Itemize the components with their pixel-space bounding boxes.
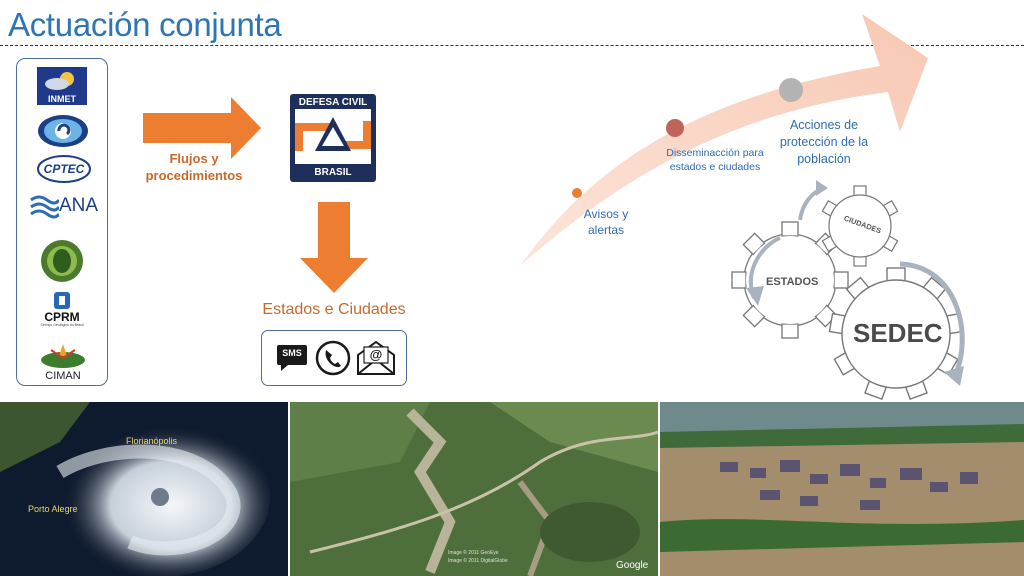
ciman-label: CIMAN	[45, 370, 81, 382]
flow-label: Flujos y procedimientos	[145, 151, 243, 183]
gear-label-sedec: SEDEC	[853, 318, 943, 348]
stage-marker-1	[572, 188, 582, 198]
process-arrow	[520, 14, 928, 266]
page-title: Actuación conjunta	[8, 6, 282, 43]
estados-label: Estados e Ciudades	[262, 301, 406, 318]
stage-marker-3	[779, 78, 803, 102]
stage-marker-2	[666, 119, 684, 137]
defesa-civil-logo: DEFESA CIVIL BRASIL	[290, 94, 376, 182]
phone-icon	[315, 340, 351, 376]
cptec-label: CPTEC	[43, 162, 85, 176]
cprm-sub-label: Serviço Geológico do Brasil	[40, 323, 84, 327]
right-arrow-icon	[143, 97, 261, 159]
defesa-emblem	[295, 109, 371, 164]
map-credit-geoeye: Image © 2011 GeoEye	[448, 550, 499, 556]
defesa-top-label: DEFESA CIVIL	[298, 97, 368, 108]
green-seal-logo-icon	[40, 239, 84, 283]
communication-channels-box: SMS @	[261, 330, 407, 386]
cycle-arrow-right-icon	[899, 261, 965, 380]
email-at-label: @	[369, 347, 383, 362]
ana-label: ANA	[59, 195, 99, 216]
gears-diagram	[731, 180, 965, 400]
defesa-bottom-label: BRASIL	[314, 167, 352, 178]
hurricane-satellite-image: Florianópolis Porto Alegre	[0, 402, 288, 576]
gear-ciudades-icon	[821, 185, 899, 267]
flood-aerial-image	[660, 402, 1024, 576]
city-label-florianopolis: Florianópolis	[126, 436, 178, 446]
ciman-logo-icon: CIMAN	[37, 344, 89, 384]
cprm-logo-icon: CPRM Serviço Geológico do Brasil	[31, 291, 93, 329]
gear-sedec-icon	[828, 267, 964, 400]
map-credit-digitalglobe: Image © 2011 DigitalGlobe	[448, 558, 508, 564]
inmet-label: INMET	[48, 94, 76, 104]
gear-label-estados: ESTADOS	[766, 276, 819, 288]
sms-label: SMS	[282, 348, 302, 358]
cprm-label: CPRM	[44, 310, 80, 324]
inmet-logo-icon: INMET	[37, 67, 87, 105]
email-icon: @	[357, 340, 395, 375]
google-watermark: Google	[616, 560, 649, 571]
title-divider	[0, 45, 1024, 46]
eye-logo-icon	[37, 114, 89, 148]
stage-label-acciones: Acciones de protección de la población	[779, 118, 869, 166]
sms-icon: SMS	[276, 343, 308, 373]
agency-logos-panel: INMET CPTEC ANA	[16, 58, 108, 386]
stage-label-disseminacion: Disseminacción para estados e ciudades	[666, 147, 764, 173]
stage-label-avisos: Avisos y alertas	[583, 207, 629, 237]
ana-logo-icon: ANA	[29, 192, 101, 222]
cptec-logo-icon: CPTEC	[37, 155, 91, 183]
city-label-porto-alegre: Porto Alegre	[28, 504, 78, 514]
down-arrow-icon	[300, 202, 368, 293]
landslide-aerial-image: Image © 2011 GeoEye Image © 2011 Digital…	[290, 402, 658, 576]
